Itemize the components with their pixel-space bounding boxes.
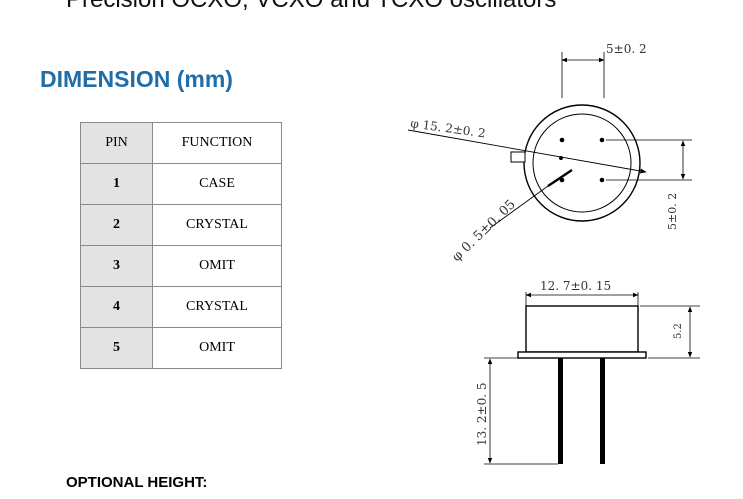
pin-function: CASE [152,163,282,205]
lead-wire [558,358,563,464]
table-row: 4 CRYSTAL [80,286,282,328]
optional-height-label: OPTIONAL HEIGHT: [66,474,208,491]
can-body [525,305,639,353]
table-header-row: PIN FUNCTION [80,122,282,164]
pin-dot [599,177,605,183]
pin-function-table: PIN FUNCTION 1 CASE 2 CRYSTAL 3 OMIT 4 C… [80,122,282,369]
pin-number: 2 [80,204,153,246]
diameter-leader-line [407,129,647,174]
pin-number: 5 [80,327,153,369]
lead-length-label: 13. 2±0. 5 [475,383,489,447]
table-row: 5 OMIT [80,327,282,369]
top-view: 5±0. 2 φ 15. 2±0. 2 φ 0. 5±0. 05 5±0. 2 [407,42,692,265]
pin-diameter-pointer [547,169,573,187]
orientation-tab [510,151,526,163]
can-outer-circle [523,104,641,222]
lead-wire [600,358,605,464]
pin-function: OMIT [152,327,282,369]
table-row: 1 CASE [80,163,282,205]
pin-column-header: PIN [80,122,153,164]
pin-dot [559,137,565,143]
pin-function: CRYSTAL [152,204,282,246]
table-row: 3 OMIT [80,245,282,287]
can-inner-circle [532,113,632,213]
body-width-label: 12. 7±0. 15 [540,279,611,293]
table-row: 2 CRYSTAL [80,204,282,246]
pin-function: CRYSTAL [152,286,282,328]
pin-diameter-leader [489,185,549,229]
pin-number: 4 [80,286,153,328]
pin-function: OMIT [152,245,282,287]
dimension-heading: DIMENSION (mm) [40,66,233,92]
can-flange [517,351,647,359]
vertical-spacing-label: 5±0. 2 [666,193,679,230]
pin-diameter-label: φ 0. 5±0. 05 [449,197,518,265]
function-column-header: FUNCTION [152,122,282,164]
pin-number: 1 [80,163,153,205]
side-view: 12. 7±0. 15 5.2 13. 2±0. 5 [475,279,700,465]
pin-dot [599,137,605,143]
page-header-title: Precision OCXO, VCXO and TCXO oscillator… [66,0,556,14]
body-height-label: 5.2 [673,323,684,339]
pin-spacing-label: 5±0. 2 [606,42,647,56]
